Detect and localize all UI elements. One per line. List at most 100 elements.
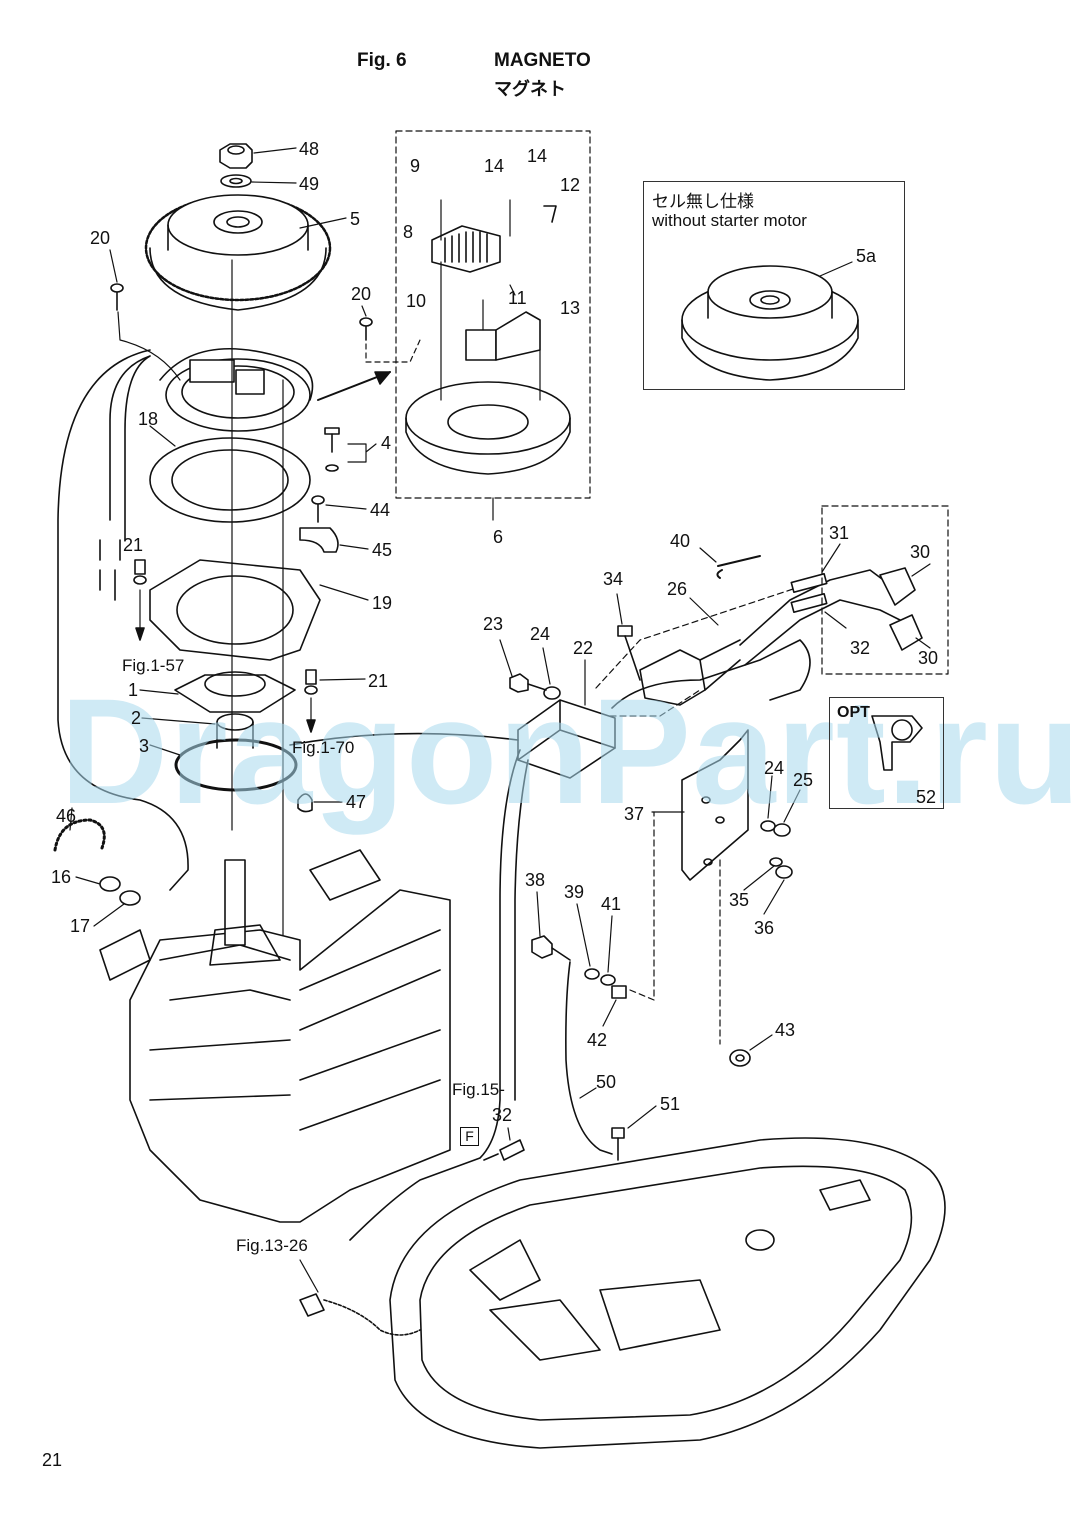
bolt-4 <box>324 427 340 472</box>
part-callout-c41: 41 <box>601 894 622 914</box>
figure-title: MAGNETO <box>494 50 591 71</box>
key-47 <box>297 793 313 813</box>
part-callout-c48: 48 <box>299 139 320 159</box>
bolt-21a <box>133 559 147 585</box>
connector-16 <box>99 876 121 892</box>
part-callout-c16: 16 <box>51 867 72 887</box>
part-callout-c19: 19 <box>372 593 393 613</box>
nut-36 <box>775 865 793 879</box>
hv-lead-31 <box>739 569 891 646</box>
screw-44 <box>311 495 325 523</box>
figure-ref-r4: Fig.13-26 <box>236 1236 308 1255</box>
part-callout-c1: 1 <box>128 680 139 700</box>
plug-cap-52 <box>871 715 923 771</box>
bolt-34 <box>617 625 641 681</box>
part-callout-c30b: 30 <box>918 648 939 668</box>
part-callout-c38: 38 <box>525 870 546 890</box>
washer-24a <box>543 686 561 700</box>
stator-base-plate <box>405 381 571 475</box>
part-callout-c24b: 24 <box>764 758 785 778</box>
part-callout-c51: 51 <box>660 1094 681 1114</box>
cable-band-46 <box>53 818 106 852</box>
charge-coil-8 <box>431 225 501 273</box>
nut-48 <box>219 143 253 169</box>
ignition-coil-26 <box>639 639 741 706</box>
part-callout-c23: 23 <box>483 614 504 634</box>
part-callout-c35: 35 <box>729 890 750 910</box>
part-callout-c32b: 32 <box>492 1105 513 1125</box>
part-callout-c20a: 20 <box>90 228 111 248</box>
part-callout-c5a: 5a <box>856 246 877 266</box>
part-callout-c11: 11 <box>508 288 527 308</box>
stator-wire-harness <box>57 349 189 891</box>
part-callout-c44: 44 <box>370 500 391 520</box>
part-callout-c18: 18 <box>138 409 159 429</box>
part-callout-c5: 5 <box>350 209 361 229</box>
part-callout-c39: 39 <box>564 882 585 902</box>
inset-label-japanese: セル無し仕様 <box>652 192 754 212</box>
part-callout-c9: 9 <box>410 156 421 176</box>
part-callout-c14b: 14 <box>527 146 548 166</box>
connector-pair <box>483 1139 525 1161</box>
part-callout-c22: 22 <box>573 638 594 658</box>
bolt-38 <box>531 935 571 961</box>
part-callout-c26: 26 <box>667 579 688 599</box>
part-callout-c34: 34 <box>603 569 624 589</box>
figure-ref-r3: Fig.15- <box>452 1080 505 1099</box>
part-callout-c10: 10 <box>406 291 427 311</box>
part-callout-c47: 47 <box>346 792 367 812</box>
part-callout-c46: 46 <box>56 806 77 826</box>
gasket-18 <box>149 437 311 523</box>
bearing-housing-1 <box>174 671 296 713</box>
part-callout-c30a: 30 <box>910 542 931 562</box>
part-callout-c50: 50 <box>596 1072 617 1092</box>
bracket-19 <box>149 559 321 661</box>
flywheel-5 <box>144 194 332 311</box>
stator-assembly <box>159 347 314 432</box>
part-callout-c49: 49 <box>299 174 320 194</box>
option-panel <box>829 697 944 809</box>
part-callout-c40: 40 <box>670 531 691 551</box>
part-callout-c6: 6 <box>493 527 504 547</box>
screw-20a <box>110 283 124 311</box>
part-callout-c21a: 21 <box>123 535 144 555</box>
part-callout-c42: 42 <box>587 1030 608 1050</box>
hv-lead-32 <box>744 592 901 666</box>
bottom-cowling <box>389 1137 946 1449</box>
part-callout-c12: 12 <box>560 175 581 195</box>
figure-ref-r1: Fig.1-57 <box>122 656 185 675</box>
washer-41 <box>600 974 616 986</box>
grommet-43 <box>729 1049 751 1067</box>
bracket-37 <box>681 729 749 881</box>
reference-flag: F <box>460 1127 479 1146</box>
stop-switch <box>299 1293 421 1336</box>
part-callout-c20b: 20 <box>351 284 372 304</box>
part-callout-c31: 31 <box>829 523 850 543</box>
part-callout-c8: 8 <box>403 222 414 242</box>
screw-20b <box>359 317 373 341</box>
washer-35 <box>769 857 783 867</box>
inset-label-english: without starter motor <box>652 211 807 230</box>
page-number: 21 <box>42 1450 63 1470</box>
part-callout-c17: 17 <box>70 916 91 936</box>
part-callout-c3: 3 <box>139 736 150 756</box>
screw-23 <box>509 673 547 693</box>
plug-cap-30a <box>879 567 916 606</box>
washer-49 <box>220 174 252 188</box>
ground-terminal-40 <box>716 555 761 579</box>
part-callout-c43: 43 <box>775 1020 796 1040</box>
crankcase-block <box>99 849 451 1223</box>
inset-panel <box>643 181 905 390</box>
part-callout-c4: 4 <box>381 433 392 453</box>
nut-25 <box>773 823 791 837</box>
figure-title-japanese: マグネト <box>494 79 566 100</box>
part-callout-c25: 25 <box>793 770 814 790</box>
option-label: OPT <box>837 704 870 721</box>
part-callout-c45: 45 <box>372 540 393 560</box>
collar-42 <box>611 985 627 999</box>
part-callout-c37: 37 <box>624 804 645 824</box>
seal-2 <box>216 713 254 749</box>
part-callout-c36: 36 <box>754 918 775 938</box>
part-callout-c2: 2 <box>131 708 142 728</box>
